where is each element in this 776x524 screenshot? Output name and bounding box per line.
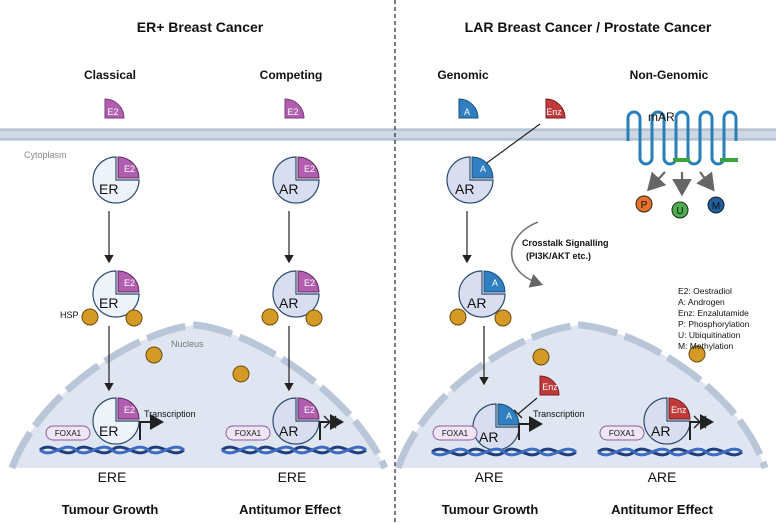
svg-text:ER: ER <box>99 181 118 197</box>
legend-item: E2: Oestradiol <box>678 286 732 296</box>
legend-item: U: Ubiquitination <box>678 330 741 340</box>
ar-dna-complex-competing: E2 AR <box>272 397 320 445</box>
er-dna-complex: E2 ER <box>92 397 140 445</box>
transcription-label-genomic: Transcription <box>533 409 585 419</box>
nucleus-label: Nucleus <box>171 339 204 349</box>
foxa1-box-classical: FOXA1 <box>45 425 91 441</box>
svg-text:Enz: Enz <box>671 405 687 415</box>
svg-text:A: A <box>506 411 512 421</box>
foxa1-box-antitumor-right: FOXA1 <box>599 425 645 441</box>
er-receptor-cytoplasm: E2 ER <box>92 156 140 204</box>
outcome-competing: Antitumor Effect <box>239 502 342 517</box>
e2-ligand-classical: E2 <box>104 98 125 119</box>
crosstalk-label-2: (PI3K/AKT etc.) <box>526 251 591 261</box>
svg-text:A: A <box>492 278 498 288</box>
svg-text:E2: E2 <box>124 164 135 174</box>
dna-helix-right <box>597 447 743 457</box>
crosstalk-arrow <box>510 221 544 288</box>
dna-helix-competing <box>221 445 367 455</box>
ere-label-competing: ERE <box>278 469 307 485</box>
svg-text:U: U <box>676 206 683 217</box>
svg-text:A: A <box>464 107 470 117</box>
legend: E2: Oestradiol A: Androgen Enz: Enzaluta… <box>678 286 750 351</box>
svg-text:FOXA1: FOXA1 <box>55 429 82 438</box>
ar-dna-complex-genomic: A AR <box>472 403 520 451</box>
svg-text:E2: E2 <box>304 405 315 415</box>
membrane-androgen-receptor: mAR <box>626 110 738 166</box>
outcome-genomic: Tumour Growth <box>442 502 539 517</box>
crosstalk-label-1: Crosstalk Signalling <box>522 238 609 248</box>
column-genomic: Genomic <box>437 68 489 82</box>
e2-ligand-competing: E2 <box>284 98 305 119</box>
inhibition-line-enz <box>483 123 541 166</box>
cell-membrane <box>0 128 776 141</box>
nuclear-envelope-right <box>394 321 769 470</box>
dna-helix-classical <box>39 445 185 455</box>
androgen-ligand: A <box>458 98 479 119</box>
phosphorylation-node: P <box>635 195 653 213</box>
svg-text:E2: E2 <box>124 278 135 288</box>
outcome-classical: Tumour Growth <box>62 502 159 517</box>
ar-hsp-complex-competing: E2 AR <box>261 270 323 327</box>
column-competing: Competing <box>260 68 323 82</box>
svg-text:E2: E2 <box>287 107 298 117</box>
cytoplasm-label: Cytoplasm <box>24 150 67 160</box>
are-label-genomic: ARE <box>475 469 504 485</box>
svg-text:AR: AR <box>455 181 474 197</box>
outcome-non-genomic: Antitumor Effect <box>611 502 714 517</box>
svg-text:P: P <box>641 200 648 211</box>
svg-text:ER: ER <box>99 423 118 439</box>
ar-receptor-competing: E2 AR <box>272 156 320 204</box>
enzalutamide-ligand: Enz <box>545 98 566 119</box>
nuclear-envelope-left <box>8 321 389 470</box>
svg-text:Enz: Enz <box>546 107 562 117</box>
are-label-right: ARE <box>648 469 677 485</box>
foxa1-box-genomic: FOXA1 <box>432 425 478 441</box>
svg-text:M: M <box>712 201 720 212</box>
legend-item: P: Phosphorylation <box>678 319 750 329</box>
legend-item: A: Androgen <box>678 297 725 307</box>
svg-text:E2: E2 <box>304 164 315 174</box>
ubiquitination-node: U <box>671 201 689 219</box>
header-left: ER+ Breast Cancer <box>137 19 264 35</box>
column-classical: Classical <box>84 68 136 82</box>
svg-text:FOXA1: FOXA1 <box>609 429 636 438</box>
header-right: LAR Breast Cancer / Prostate Cancer <box>465 19 712 35</box>
svg-text:AR: AR <box>479 429 498 445</box>
hsp-label: HSP <box>60 310 79 320</box>
methylation-node: M <box>707 196 725 214</box>
legend-item: Enz: Enzalutamide <box>678 308 749 318</box>
dna-helix-genomic <box>431 447 577 457</box>
svg-text:AR: AR <box>279 423 298 439</box>
transcription-label-classical: Transcription <box>144 409 196 419</box>
blocked-transcription-icon-right <box>693 415 707 429</box>
enzalutamide-nuclear: Enz <box>539 375 560 396</box>
svg-text:E2: E2 <box>107 107 118 117</box>
foxa1-box-competing: FOXA1 <box>225 425 271 441</box>
svg-text:FOXA1: FOXA1 <box>235 429 262 438</box>
svg-text:FOXA1: FOXA1 <box>442 429 469 438</box>
svg-text:E2: E2 <box>124 405 135 415</box>
er-hsp-complex: E2 ER <box>81 270 143 327</box>
legend-item: M: Methylation <box>678 341 734 351</box>
ere-label-classical: ERE <box>98 469 127 485</box>
svg-text:AR: AR <box>279 181 298 197</box>
ar-enz-dna-complex: Enz AR <box>643 397 691 445</box>
svg-text:AR: AR <box>279 295 298 311</box>
blocked-transcription-icon <box>323 415 337 429</box>
svg-text:AR: AR <box>467 295 486 311</box>
ar-hsp-complex-genomic: A AR <box>449 270 512 327</box>
svg-text:ER: ER <box>99 295 118 311</box>
column-non-genomic: Non-Genomic <box>630 68 709 82</box>
ar-receptor-genomic: A AR <box>446 156 494 204</box>
mar-label: mAR <box>648 110 675 124</box>
svg-text:E2: E2 <box>304 278 315 288</box>
svg-text:A: A <box>480 164 486 174</box>
svg-text:AR: AR <box>651 423 670 439</box>
svg-text:Enz: Enz <box>542 382 558 392</box>
